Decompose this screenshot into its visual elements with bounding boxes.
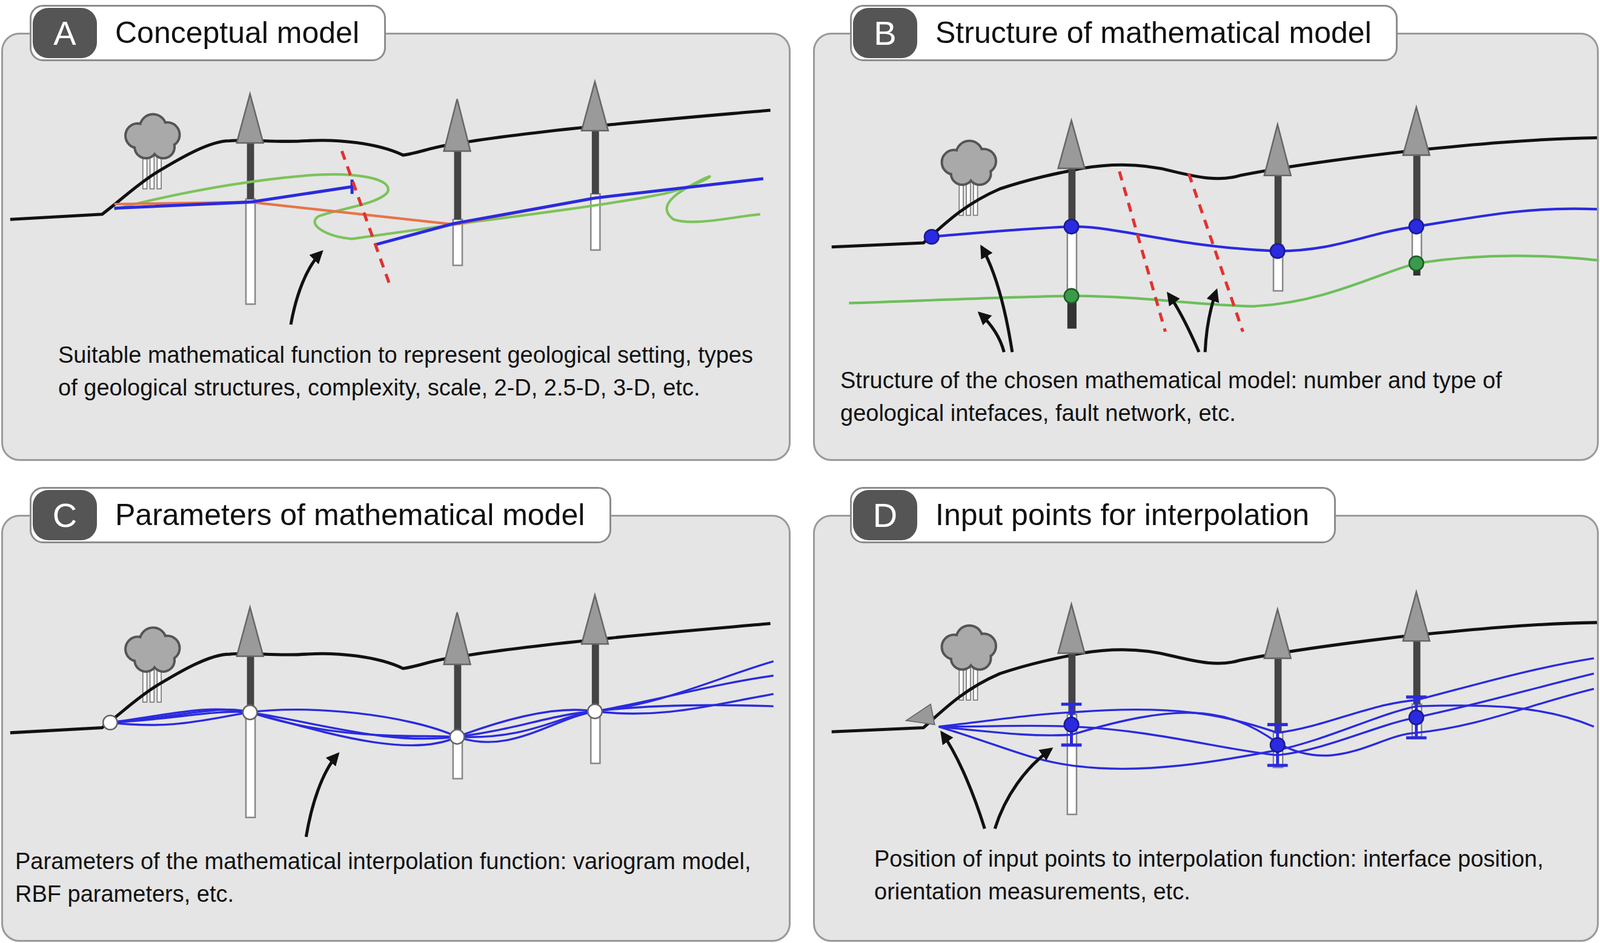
panel-title-tab: Parameters of mathematical model C xyxy=(29,487,612,544)
fault-line xyxy=(1119,171,1166,332)
fault-line xyxy=(341,150,391,288)
well-shaft xyxy=(1413,155,1421,230)
well-head xyxy=(1058,120,1086,169)
interface-points xyxy=(1064,256,1424,304)
leader-arrows xyxy=(979,247,1217,353)
panel-title: Input points for interpolation xyxy=(935,488,1310,542)
leader-arrows xyxy=(942,733,1052,829)
well-shaft xyxy=(1413,640,1421,704)
well-shaft xyxy=(1067,226,1077,291)
interpolated-surfaces xyxy=(110,661,774,746)
orientation-symbol xyxy=(906,704,935,726)
panel-caption: Position of input points to interpolatio… xyxy=(874,842,1571,909)
well-shaft xyxy=(1274,658,1282,734)
interface-line xyxy=(848,255,1597,306)
panel-caption: Suitable mathematical function to repres… xyxy=(58,338,755,405)
panel-box: Suitable mathematical function to repres… xyxy=(1,32,791,462)
well-head xyxy=(1264,609,1292,659)
leader-arrow xyxy=(290,252,322,325)
faulted-interface xyxy=(114,186,352,208)
panel-letter: A xyxy=(32,7,97,59)
well-head xyxy=(1264,124,1292,176)
interface-line xyxy=(931,209,1597,252)
panel-letter: B xyxy=(853,7,918,59)
panel-ground xyxy=(813,32,1599,462)
panel-letter-badge: D xyxy=(853,490,918,541)
terrain-scene xyxy=(10,624,771,734)
interface-points xyxy=(102,704,603,745)
panel-title: Conceptual model xyxy=(115,6,360,60)
panel-letter-badge: A xyxy=(32,7,97,59)
well-shaft xyxy=(1068,168,1076,227)
panel-ground xyxy=(1,32,791,462)
panel-box: Structure of the chosen mathematical mod… xyxy=(813,32,1599,462)
panel-letter-badge: B xyxy=(853,7,918,59)
error-bars xyxy=(1061,697,1427,766)
panel-letter-badge: C xyxy=(32,490,97,541)
panel-title: Parameters of mathematical model xyxy=(115,488,585,542)
fault-line xyxy=(1188,173,1243,332)
panel-letter: C xyxy=(32,490,97,541)
panel-title-tab: Structure of mathematical model B xyxy=(849,4,1398,62)
panel-box: Parameters of the mathematical interpola… xyxy=(1,514,791,943)
input-points xyxy=(1064,710,1424,753)
leader-arrow xyxy=(305,754,338,837)
panel-box: Position of input points to interpolatio… xyxy=(813,514,1599,943)
panel-title: Structure of mathematical model xyxy=(935,6,1372,60)
well-head xyxy=(1058,604,1086,654)
interpolated-surfaces xyxy=(939,658,1594,769)
parameter-sketch xyxy=(10,594,774,837)
terrain-scene xyxy=(831,137,1597,247)
panel-grounds xyxy=(1,32,1599,943)
panel-caption: Parameters of the mathematical interpola… xyxy=(15,845,786,911)
input-points-sketch xyxy=(831,591,1597,829)
panel-title-tab: Conceptual model A xyxy=(29,4,386,62)
panel-ground xyxy=(813,514,1599,943)
well-head xyxy=(1403,107,1430,156)
interface-points xyxy=(924,219,1424,259)
faulted-interface xyxy=(374,178,764,246)
well-head xyxy=(1403,591,1430,641)
well-symbols xyxy=(236,81,609,305)
structure-sketch xyxy=(831,107,1597,352)
well-shaft xyxy=(1274,175,1282,246)
panel-title-tab: Input points for interpolation D xyxy=(849,487,1336,544)
panel-caption: Structure of the chosen mathematical mod… xyxy=(840,364,1592,430)
well-symbols xyxy=(236,594,609,818)
panel-letter: D xyxy=(853,490,918,541)
panel-ground xyxy=(1,514,791,943)
conceptual-sketch xyxy=(10,81,771,325)
